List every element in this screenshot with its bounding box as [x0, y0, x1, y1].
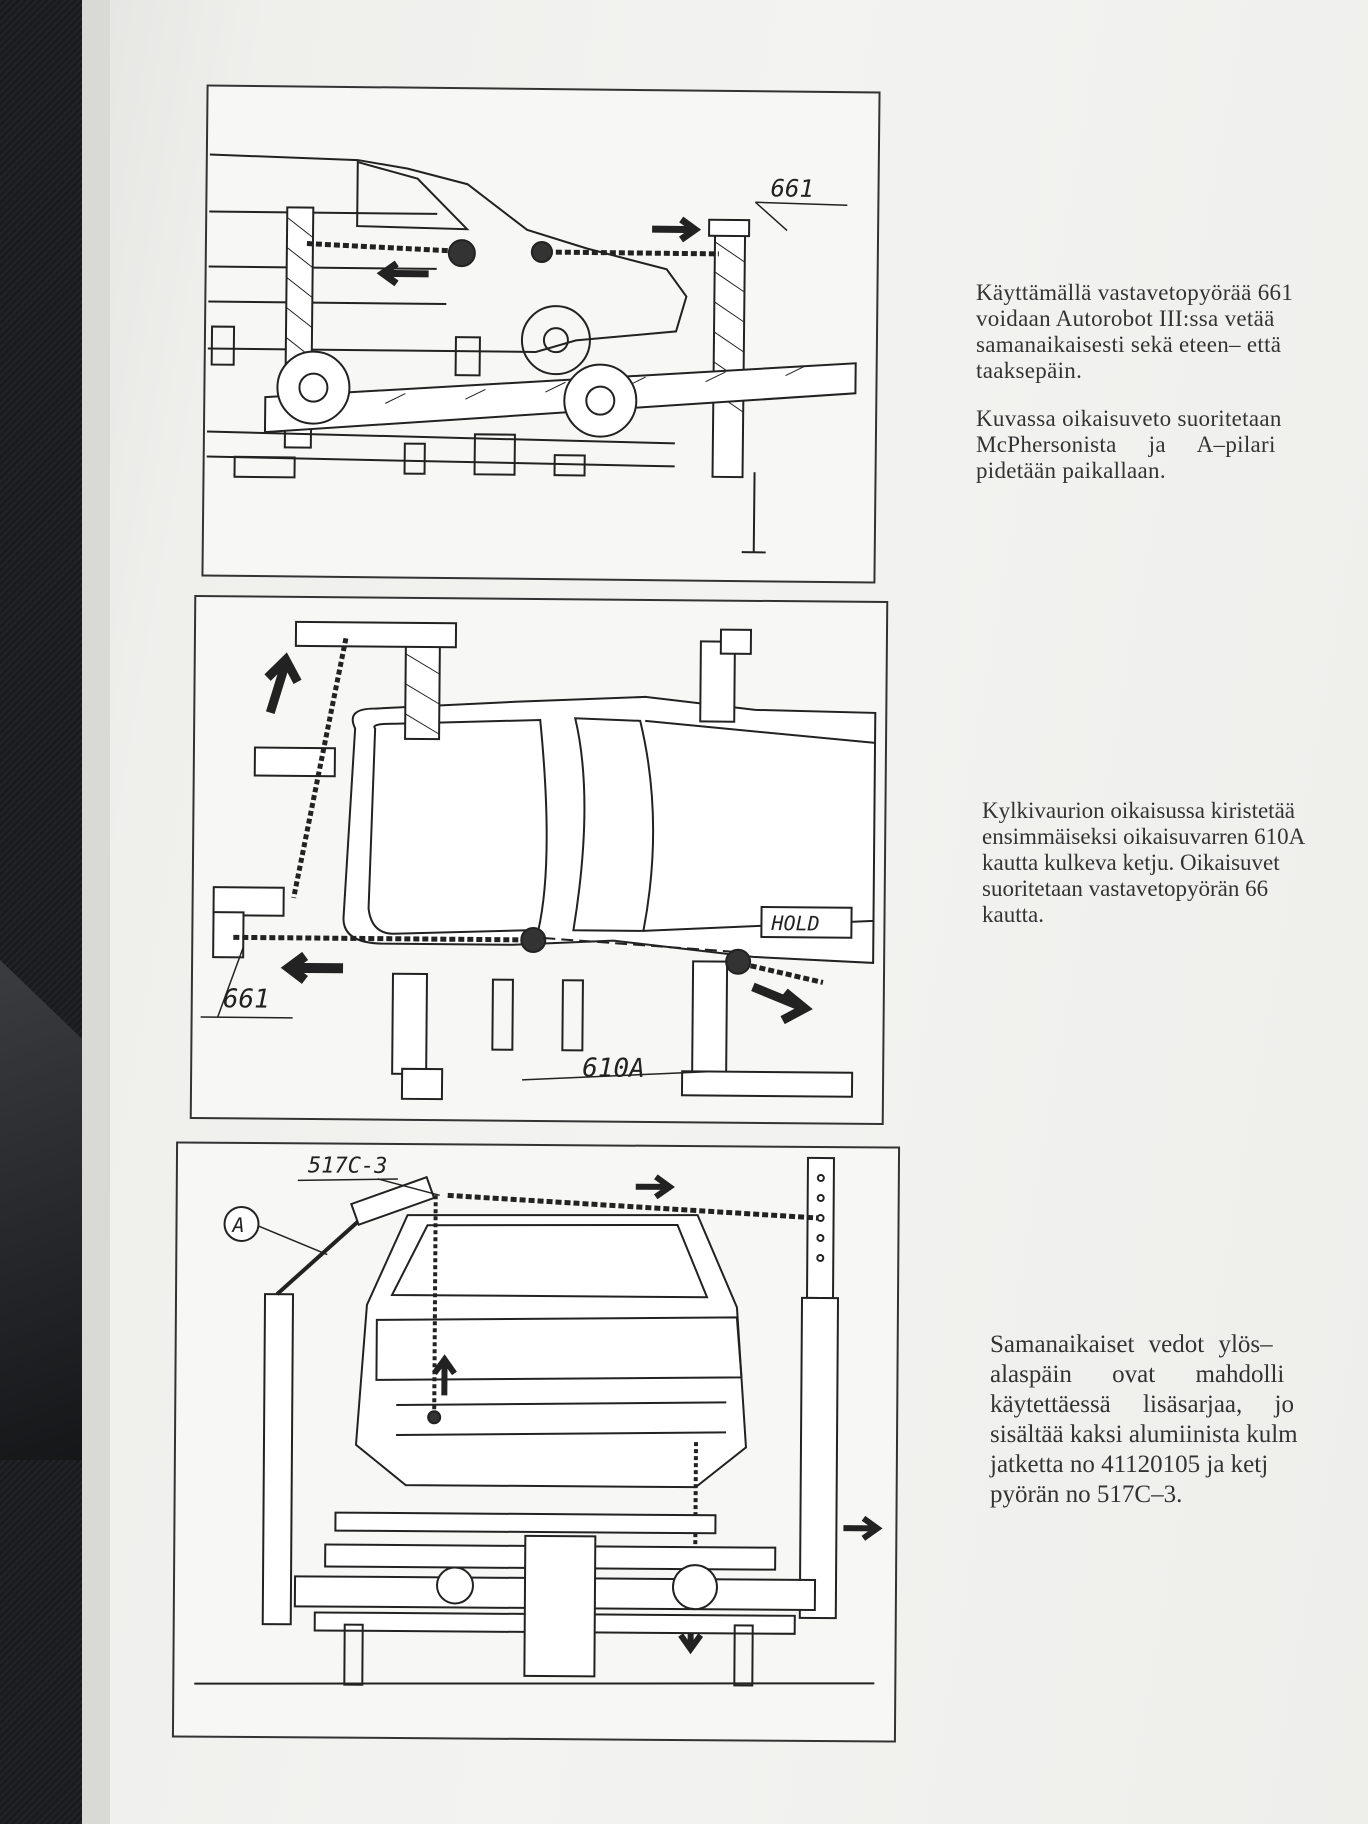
caption-2-line-3: kautta kulkeva ketju. Oikaisuvet [982, 850, 1280, 875]
figure-3-drawing: A 517 [194, 1153, 883, 1687]
figure-2-label-610a: 610A [582, 1053, 645, 1084]
caption-1-line-2: voidaan Autorobot III:ssa vetää [976, 306, 1275, 331]
caption-1-line-7: pidetään paikallaan. [976, 458, 1166, 483]
figure-2-panel: HOLD 661 610A [189, 594, 889, 1126]
caption-1-line-3: samanaikaisesti sekä eteen– että [976, 332, 1282, 357]
caption-3-line-5: jatketta no 41120105 ja ketj [990, 1451, 1269, 1478]
caption-2-line-4: suoritetaan vastavetopyörän 66 [982, 876, 1269, 901]
figure-3-label-a: A [230, 1213, 244, 1237]
caption-figure-1: Käyttämällä vastavetopyörää 661 voidaan … [976, 280, 1293, 484]
figure-2-label-661: 661 [223, 984, 270, 1014]
caption-3-line-3: käytettäessä lisäsarjaa, jo [990, 1391, 1294, 1418]
caption-3-line-2: alaspäin ovat mahdolli [990, 1361, 1285, 1388]
figure-1-panel: 661 [201, 84, 881, 584]
caption-figure-2: Kylkivaurion oikaisussa kiristetää ensim… [982, 798, 1305, 928]
caption-2-line-1: Kylkivaurion oikaisussa kiristetää [982, 798, 1295, 823]
figure-1-label-661: 661 [770, 174, 814, 202]
caption-1-line-1: Käyttämällä vastavetopyörää 661 [976, 280, 1294, 305]
figure-1-drawing: 661 [206, 153, 857, 554]
caption-2-line-5: kautta. [982, 902, 1044, 927]
caption-2-line-2: ensimmäiseksi oikaisuvarren 610A [982, 824, 1306, 849]
caption-1-spacer [976, 384, 1293, 406]
caption-3-line-6: pyörän no 517C–3. [990, 1481, 1183, 1508]
manual-page: 661 [110, 0, 1368, 1824]
figure-2-label-hold: HOLD [770, 911, 819, 935]
caption-1-line-4: taaksepäin. [976, 358, 1083, 383]
caption-figure-3: Samanaikaiset vedot ylös– alaspäin ovat … [990, 1330, 1298, 1510]
caption-1-line-5: Kuvassa oikaisuveto suoritetaan [976, 406, 1282, 431]
figure-3-panel: A 517 [171, 1141, 901, 1743]
caption-3-line-1: Samanaikaiset vedot ylös– [990, 1331, 1273, 1358]
figure-3-label-517c3: 517C-3 [308, 1153, 388, 1179]
caption-3-line-4: sisältää kaksi alumiinista kulm [990, 1421, 1298, 1448]
caption-1-line-6: McPhersonista ja A–pilari [976, 432, 1276, 457]
figure-2-drawing: HOLD 661 610A [200, 620, 877, 1101]
